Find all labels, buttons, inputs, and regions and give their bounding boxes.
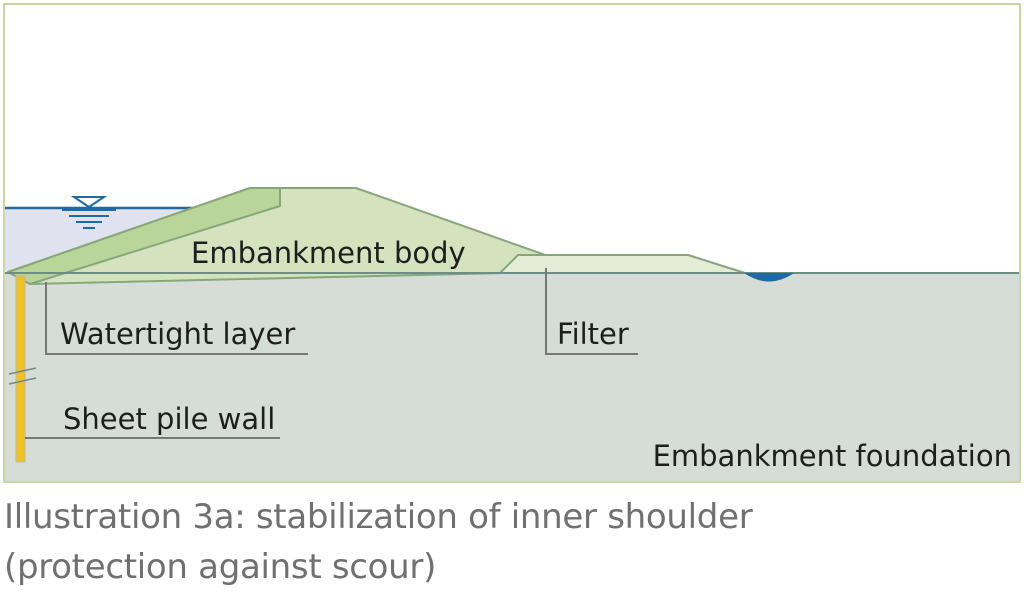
sheet-pile-wall-label: Sheet pile wall xyxy=(63,402,275,436)
embankment-cross-section-diagram: Embankment body Watertight layer Filter … xyxy=(3,3,1021,483)
sheet-pile-wall-shape xyxy=(15,275,26,463)
embankment-foundation-label: Embankment foundation xyxy=(653,439,1012,473)
water-level-icon xyxy=(62,196,116,229)
watertight-layer-shape xyxy=(7,187,281,285)
caption-line-1: Illustration 3a: stabilization of inner … xyxy=(4,497,753,537)
caption-line-2: (protection against scour) xyxy=(4,547,437,587)
watertight-layer-leader xyxy=(45,282,308,355)
embankment-foundation-area xyxy=(5,273,1019,481)
figure-caption: Illustration 3a: stabilization of inner … xyxy=(4,492,1020,592)
ditch-water xyxy=(744,273,794,282)
leader-lines xyxy=(25,268,638,439)
filter-label: Filter xyxy=(557,317,629,351)
embankment-body-label: Embankment body xyxy=(191,236,466,270)
watertight-layer-label: Watertight layer xyxy=(60,317,295,351)
filter-leader xyxy=(545,268,638,355)
sheet-pile-break-mark xyxy=(8,367,37,385)
